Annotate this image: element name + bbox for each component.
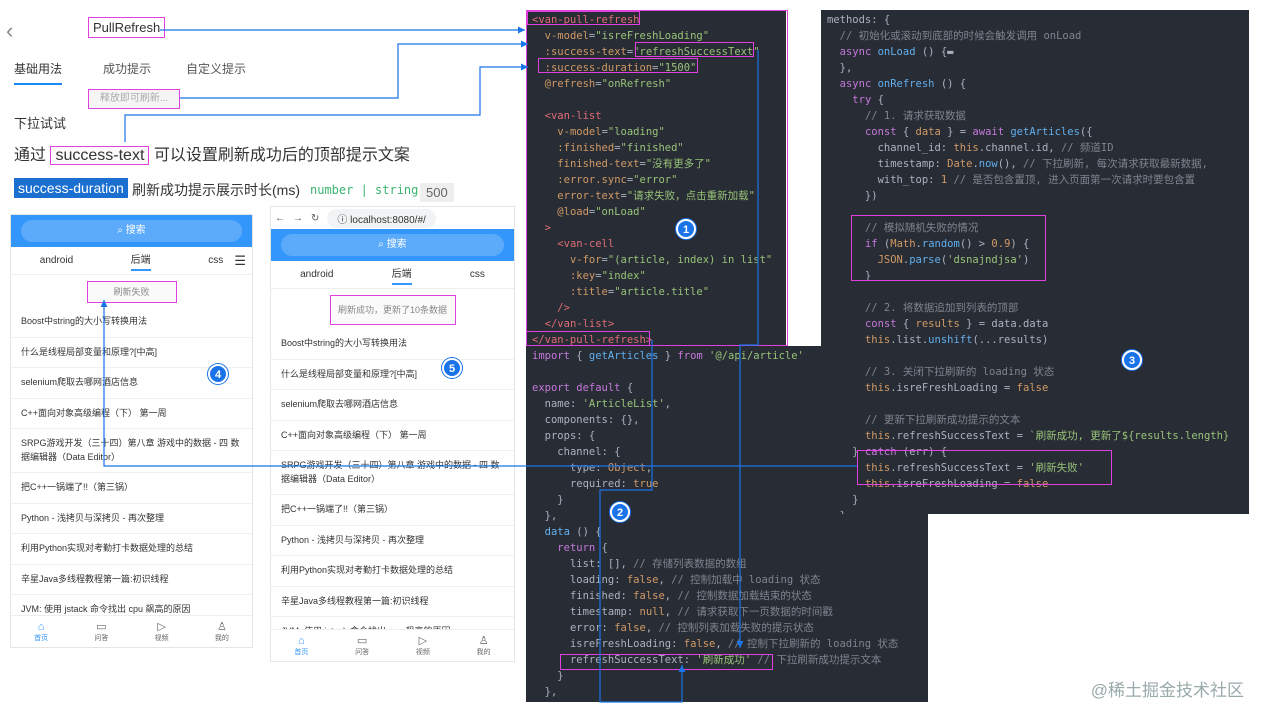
tabbar-me[interactable]: ♙我的 — [476, 635, 491, 656]
chat-icon: ▭ — [96, 621, 107, 633]
back-chevron-icon[interactable]: ‹ — [6, 18, 14, 43]
marker: 2 — [610, 502, 630, 522]
list-item[interactable]: Python - 浅拷贝与深拷贝 - 再次整理 — [271, 526, 514, 556]
tabbar: ⌂首页 ▭问答 ▷视频 ♙我的 — [11, 615, 252, 647]
highlight-box — [857, 450, 1112, 485]
list-item[interactable]: 利用Python实现对考勤打卡数据处理的总结 — [271, 556, 514, 587]
phone-success: ← → ↻ ⓘ localhost:8080/#/ ⌕ 搜索 android 后… — [270, 206, 515, 662]
article-list: Boost中string的大小写转换用法 什么是线程局部变量和原理?[中高] s… — [11, 307, 252, 626]
duration-type: number | string — [310, 183, 419, 197]
doc-title: PullRefresh — [88, 17, 166, 38]
highlight-box — [635, 42, 754, 57]
code-methods: methods: { // 初始化或滚动到底部的时候会触发调用 onLoad a… — [821, 10, 1249, 514]
user-icon: ♙ — [216, 621, 227, 633]
tab-basic[interactable]: 基础用法 — [14, 60, 63, 85]
user-icon: ♙ — [478, 635, 489, 647]
highlight-box — [527, 11, 640, 25]
tab-custom[interactable]: 自定义提示 — [186, 62, 247, 76]
arrow — [180, 40, 528, 99]
play-icon: ▷ — [157, 621, 166, 633]
arrow — [736, 50, 759, 648]
list-item[interactable]: 把C++一锅端了!!（第三锅） — [11, 473, 252, 504]
phone-failure: ⌕ 搜索 android 后端 css ☰ 刷新失败 Boost中string的… — [10, 214, 253, 648]
channel-tab[interactable]: android — [300, 269, 334, 280]
highlight-box — [851, 215, 1046, 281]
duration-desc: 刷新成功提示展示时长(ms) — [132, 182, 300, 198]
list-item[interactable]: C++面向对象高级编程（下） 第一周 — [11, 399, 252, 429]
url-bar[interactable]: ⓘ localhost:8080/#/ — [327, 208, 436, 228]
play-icon: ▷ — [418, 635, 428, 647]
success-text-prop: success-text — [50, 146, 150, 165]
list-item[interactable]: 什么是线程局部变量和原理?[中高] — [11, 338, 252, 368]
channel-tab-active[interactable]: 后端 — [130, 251, 151, 271]
search-bar[interactable]: ⌕ 搜索 — [280, 234, 505, 256]
list-item[interactable]: 把C++一锅端了!!（第三锅） — [271, 495, 514, 526]
success-text-desc: 通过 success-text 可以设置刷新成功后的顶部提示文案 — [14, 146, 410, 165]
highlight-box — [538, 58, 698, 73]
tabbar-home[interactable]: ⌂首页 — [34, 620, 49, 642]
arrow — [124, 63, 528, 142]
highlight-box — [526, 10, 788, 346]
list-item[interactable]: 什么是线程局部变量和原理?[中高] — [271, 360, 514, 390]
tabbar-qa[interactable]: ▭问答 — [355, 635, 370, 656]
channel-tab[interactable]: css — [469, 269, 485, 280]
code-template: <van-pull-refresh v-model="isreFreshLoad… — [526, 10, 786, 346]
reload-icon[interactable]: ↻ — [311, 212, 320, 224]
marker: 3 — [1122, 350, 1142, 370]
info-icon: ⓘ — [337, 214, 351, 226]
search-icon: ⌕ — [378, 239, 387, 250]
home-icon: ⌂ — [37, 620, 45, 633]
arrow — [599, 340, 686, 703]
list-item[interactable]: selenium爬取去哪网酒店信息 — [271, 390, 514, 421]
tab-success[interactable]: 成功提示 — [103, 62, 152, 76]
pull-hint: 释放即可刷新... — [88, 89, 180, 109]
tabbar-home[interactable]: ⌂首页 — [294, 634, 309, 656]
search-bar[interactable]: ⌕ 搜索 — [20, 220, 243, 242]
list-item[interactable]: 辛星Java多线程教程第一篇:初识线程 — [11, 565, 252, 595]
tabbar-qa[interactable]: ▭问答 — [94, 621, 109, 642]
tabbar-video[interactable]: ▷视频 — [154, 621, 169, 642]
channel-tab-active[interactable]: 后端 — [391, 265, 412, 285]
marker: 5 — [442, 358, 462, 378]
duration-default: 500 — [420, 183, 454, 202]
list-item[interactable]: SRPG游戏开发（三十四）第八章 游戏中的数据 - 四 数据编辑器（Data E… — [11, 429, 252, 473]
list-item[interactable]: Python - 浅拷贝与深拷贝 - 再次整理 — [11, 504, 252, 534]
success-duration-prop: success-duration — [14, 178, 128, 198]
back-arrow-icon[interactable]: ← — [275, 212, 285, 224]
marker: 4 — [208, 364, 228, 384]
tabbar-me[interactable]: ♙我的 — [214, 621, 229, 642]
home-icon: ⌂ — [298, 634, 305, 647]
list-item[interactable]: C++面向对象高级编程（下） 第一周 — [271, 421, 514, 451]
watermark: @稀土掘金技术社区 — [1090, 681, 1244, 700]
list-item[interactable]: Boost中string的大小写转换用法 — [11, 307, 252, 338]
channel-tab[interactable]: android — [39, 255, 74, 266]
forward-arrow-icon[interactable]: → — [293, 212, 303, 224]
refresh-tip: 刷新失败 — [86, 281, 177, 303]
list-item[interactable]: selenium爬取去哪网酒店信息 — [11, 368, 252, 399]
menu-icon[interactable]: ☰ — [234, 253, 246, 268]
list-item[interactable]: SRPG游戏开发（三十四）第八章 游戏中的数据 - 四 数据编辑器（Data E… — [271, 451, 514, 495]
list-item[interactable]: Boost中string的大小写转换用法 — [271, 329, 514, 360]
arrow — [100, 300, 857, 467]
list-item[interactable]: 辛星Java多线程教程第一篇:初识线程 — [271, 587, 514, 617]
highlight-box — [526, 331, 650, 346]
try-label: 下拉试试 — [14, 116, 67, 131]
marker: 1 — [676, 219, 696, 239]
highlight-box — [560, 654, 773, 670]
channel-tab[interactable]: css — [208, 255, 224, 266]
refresh-tip: 刷新成功，更新了10条数据 — [329, 295, 456, 325]
chat-icon: ▭ — [356, 635, 368, 647]
search-icon: ⌕ — [117, 225, 126, 236]
list-item[interactable]: 利用Python实现对考勤打卡数据处理的总结 — [11, 534, 252, 565]
tabbar: ⌂首页 ▭问答 ▷视频 ♙我的 — [271, 629, 514, 661]
tabbar-video[interactable]: ▷视频 — [415, 635, 430, 656]
